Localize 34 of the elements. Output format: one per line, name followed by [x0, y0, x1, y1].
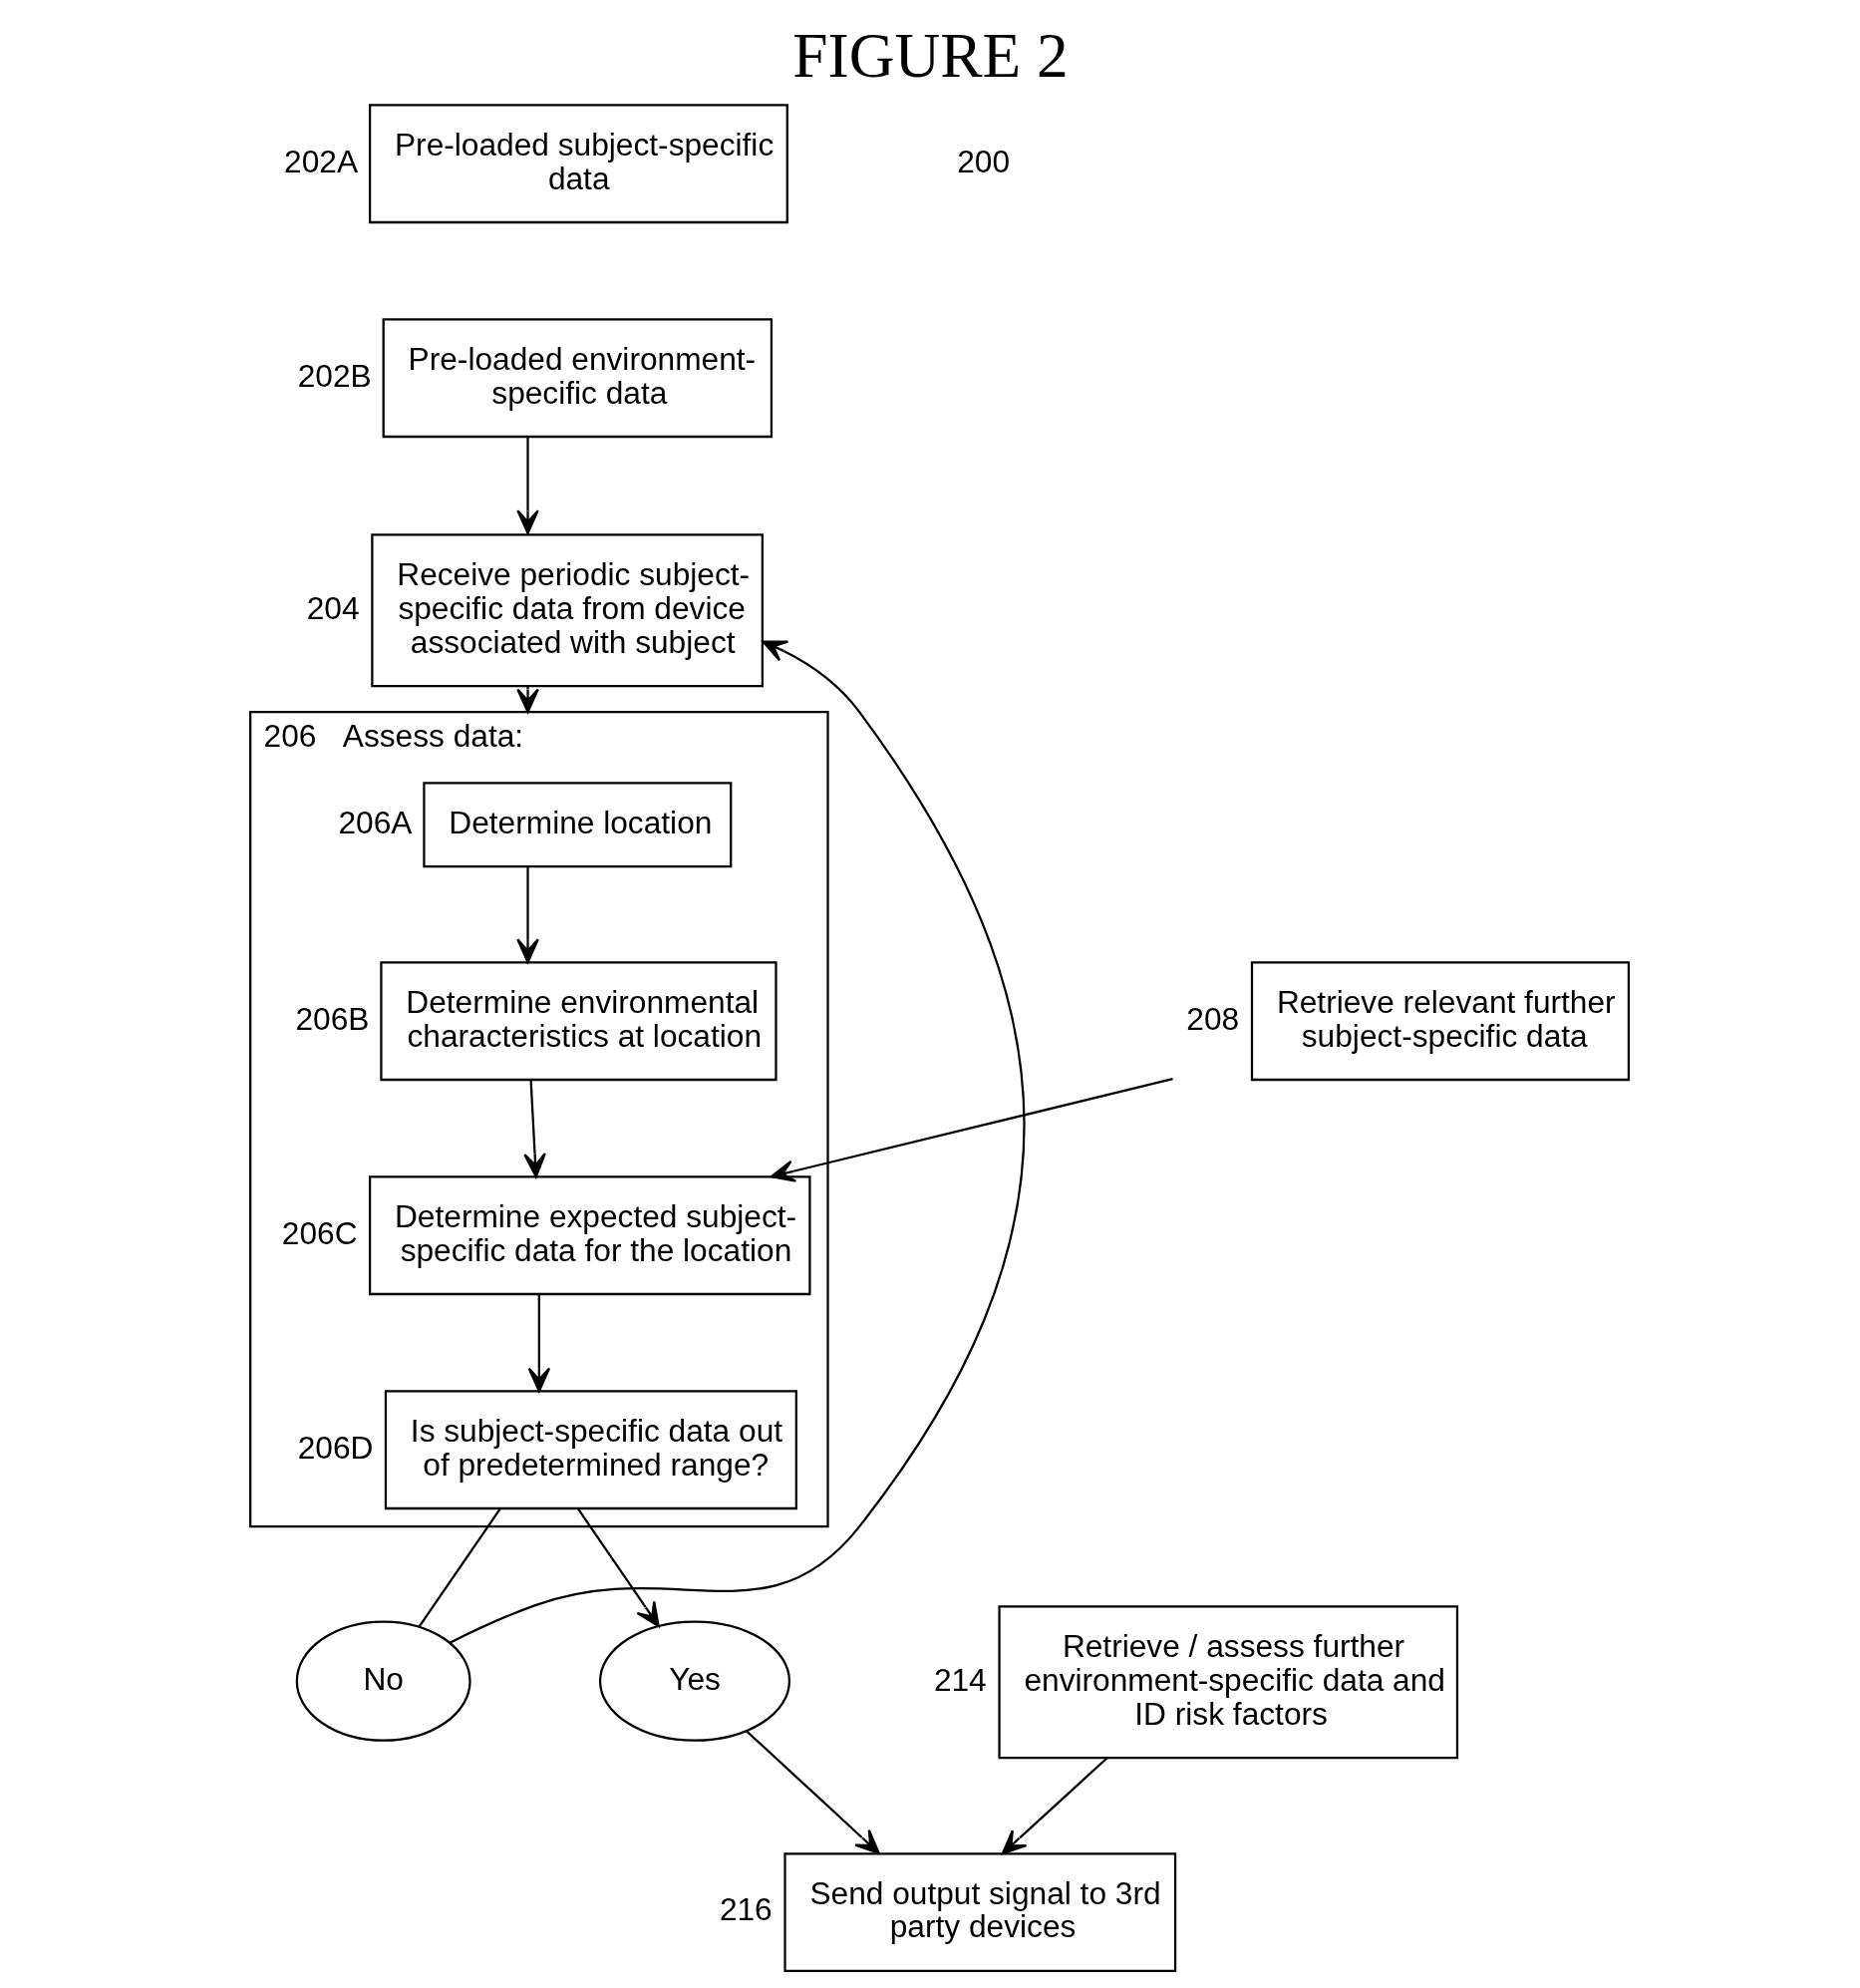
node-box: Determine environmental characteristics at location — [379, 961, 777, 1082]
arrow — [515, 685, 539, 714]
node-box: Pre-loaded subject-specific data — [368, 104, 788, 224]
node-box: Determine expected subject-specific data for the location — [368, 1175, 811, 1296]
node-label: 206C — [281, 1214, 358, 1251]
node-box: Retrieve relevant further subject-specific data — [1250, 961, 1630, 1082]
arrow — [1001, 1756, 1109, 1855]
node-ellipse: Yes — [598, 1620, 790, 1742]
node-label: 202A — [283, 143, 358, 179]
arrow — [515, 865, 539, 964]
node-label: 206B — [294, 1000, 369, 1037]
node-label: 214 — [933, 1661, 987, 1698]
node-label: 216 — [719, 1891, 773, 1928]
node-label: 208 — [1185, 1000, 1239, 1037]
node-box: Is subject-specific data out of predetermined range? — [384, 1390, 797, 1510]
arrow — [745, 1730, 880, 1854]
node-label: 206D — [297, 1429, 373, 1466]
arrow — [770, 1078, 1173, 1182]
arrow — [522, 1080, 546, 1178]
diagram-title: FIGURE 2 — [791, 20, 1069, 91]
arrow — [449, 640, 1025, 1644]
node-ellipse: No — [295, 1620, 471, 1742]
node-label: 202B — [297, 357, 372, 394]
node-box: Determine location — [422, 782, 732, 868]
label: 200 — [956, 143, 1010, 179]
arrow — [527, 1294, 550, 1393]
arrow — [576, 1507, 660, 1628]
node-box: Send output signal to 3rd party devices — [782, 1852, 1176, 1973]
node-label: 204 — [306, 589, 360, 626]
connector — [418, 1507, 501, 1628]
node-box: Retrieve / assess further environment-specific data and ID risk factors — [997, 1605, 1458, 1760]
arrow — [515, 437, 539, 534]
node-box: Pre-loaded environment-specific data — [382, 318, 773, 439]
node-label: 206A — [337, 804, 412, 840]
